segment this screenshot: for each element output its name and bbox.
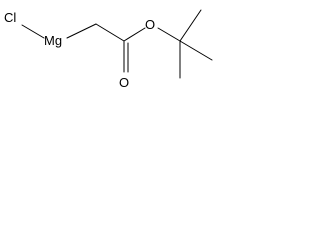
- bond-ester-oxygen-tbu: [157, 27, 181, 42]
- bond-ch2-carbonyl: [95, 23, 125, 42]
- bond-carbonyl-ester-oxygen: [123, 27, 146, 42]
- chemical-structure: Cl Mg O O: [4, 9, 213, 90]
- bond-mg-ch2: [66, 23, 97, 39]
- atom-label-ester-o: O: [145, 17, 155, 32]
- atom-label-cl: Cl: [4, 10, 16, 25]
- atom-label-mg: Mg: [44, 33, 62, 48]
- bond-tbu-methyl-right: [179, 40, 213, 61]
- atom-label-carbonyl-o: O: [119, 75, 129, 90]
- bond-cl-mg: [21, 24, 45, 39]
- bond-tbu-methyl-up: [179, 9, 202, 42]
